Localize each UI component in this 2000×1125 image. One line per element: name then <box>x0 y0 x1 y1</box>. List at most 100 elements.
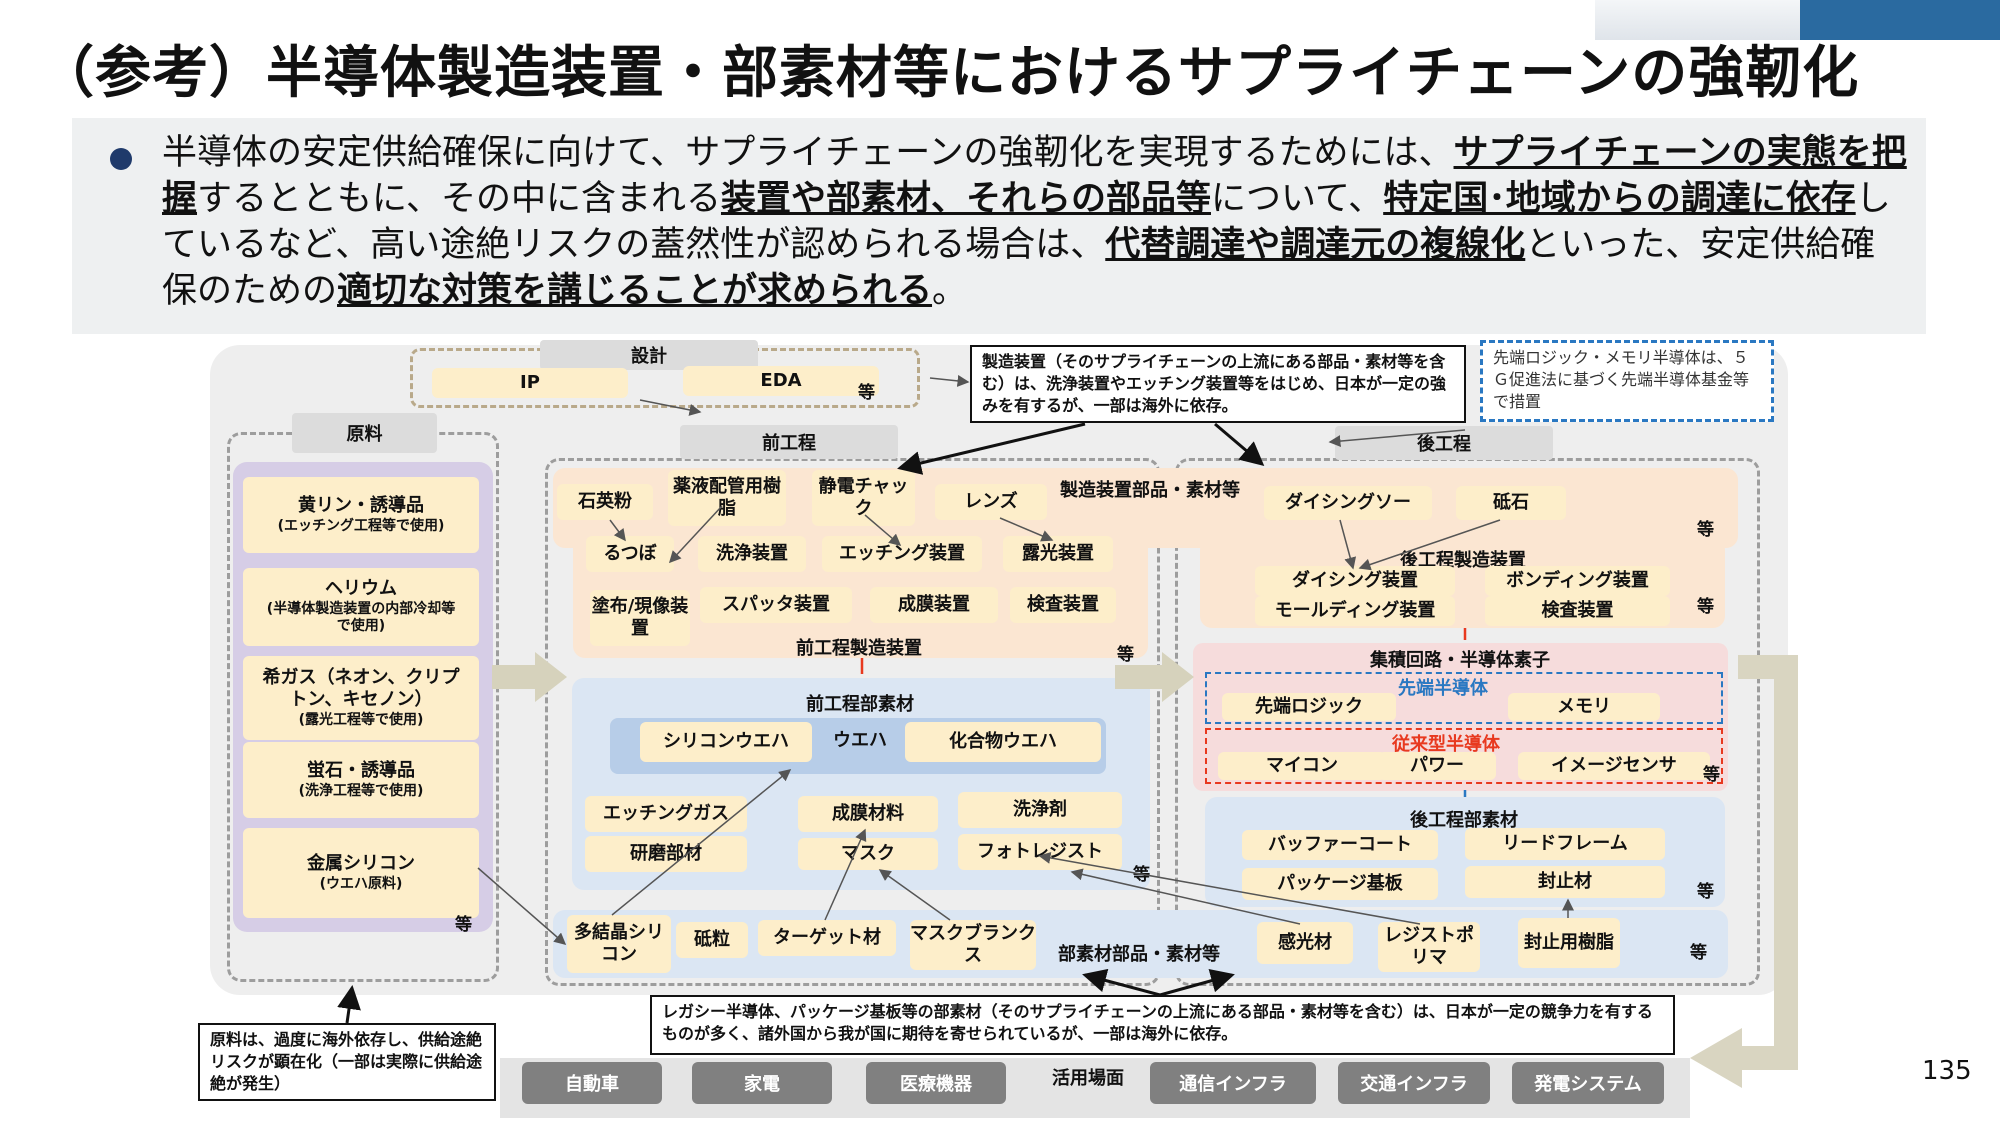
raw-item-sublabel: (半導体製造装置の内部冷却等で使用) <box>266 600 456 635</box>
raw-etc: 等 <box>455 915 472 935</box>
front-equipment-inspection: 検査装置 <box>1010 587 1116 623</box>
connector-chuck-etching <box>864 514 902 546</box>
summary-emphasis-5: 適切な対策を講じることが求められる <box>337 271 933 311</box>
raw-item-helium: ヘリウム(半導体製造装置の内部冷却等で使用) <box>243 568 479 646</box>
connector-eda-equipment <box>929 374 970 387</box>
raw-item-sublabel: (ウエハ原料) <box>319 875 403 892</box>
summary-text-6: 。 <box>932 271 968 311</box>
summary-emphasis-1: サプライチェーンの実態を把握 <box>162 133 1907 219</box>
summary-panel <box>72 118 1926 334</box>
front-equipment-crucible: るつぼ <box>586 536 674 572</box>
raw-item-label: 黄リン・誘導品 <box>298 495 424 516</box>
connector-note-to-front <box>897 422 1086 475</box>
connector-target-film <box>824 828 867 921</box>
connector-dicingsaw-dicing <box>1339 519 1357 570</box>
design-header: 設計 <box>540 340 758 370</box>
connector-polysilicon-wafer <box>611 769 792 916</box>
design-etc: 等 <box>858 383 875 403</box>
connector-note-to-back <box>1214 422 1265 466</box>
front-equipment-etching: エッチング装置 <box>822 536 982 572</box>
summary-text-4: しているなど、高い途絶リスクの蓋然性が認められる場合は、 <box>162 179 1891 265</box>
advanced-memory: メモリ <box>1508 693 1660 721</box>
raw-item-metal-silicon: 金属シリコン(ウエハ原料) <box>243 828 479 918</box>
connector-design-back <box>1328 429 1466 448</box>
equipment-note: 製造装置（そのサプライチェーンの上流にある部品・素材等を含む）は、洗浄装置やエッ… <box>970 345 1466 423</box>
connector-photosensitive-resist <box>1070 868 1301 925</box>
parts-etc: 等 <box>1697 520 1714 540</box>
back-materials-label: 後工程部素材 <box>1410 810 1518 831</box>
connector-legacy-to-back <box>1159 969 1235 997</box>
connector-design-to-equipment <box>639 399 702 416</box>
ic-label: 集積回路・半導体素子 <box>1370 650 1550 671</box>
part-dicing-saw: ダイシングソー <box>1264 486 1432 520</box>
summary-text-5: といった、安定供給確保のための <box>162 225 1876 311</box>
back-equipment-label: 後工程製造装置 <box>1400 550 1526 571</box>
summary-text-3: について、 <box>1210 179 1384 219</box>
usage-telecom: 通信インフラ <box>1150 1062 1316 1104</box>
wafer-label: ウエハ <box>833 730 887 751</box>
flow-arrow-to-usage <box>1690 655 1798 1088</box>
connector-legacy-to-front <box>1082 968 1161 997</box>
raw-note: 原料は、過度に海外依存し、供給途絶リスクが顕在化（一部は実際に供給途絶が発生） <box>198 1023 496 1101</box>
back-equipment-etc: 等 <box>1697 597 1714 617</box>
raw-item-fluorite: 蛍石・誘導品(洗浄工程等で使用) <box>243 742 479 818</box>
front-material-polishing: 研磨部材 <box>585 836 747 872</box>
front-equipment-etc: 等 <box>1117 645 1134 665</box>
page-number: 135 <box>1922 1056 1972 1086</box>
legacy-power: パワー <box>1378 752 1496 780</box>
bottom-part-abrasive: 砥粒 <box>676 922 748 958</box>
bottom-parts-label: 部素材部品・素材等 <box>1058 944 1220 965</box>
usage-medical-device: 医療機器 <box>866 1062 1006 1104</box>
back-equipment-bonding: ボンディング装置 <box>1485 566 1670 596</box>
front-process-group <box>545 458 1160 986</box>
legacy-image-sensor: イメージセンサ <box>1518 752 1710 780</box>
page-title: （参考）半導体製造装置・部素材等におけるサプライチェーンの強靭化 <box>38 41 1860 106</box>
wafer-compound: 化合物ウエハ <box>905 722 1101 762</box>
connector-rawnote-to-raw <box>337 985 361 1024</box>
back-material-buffer-coat: バッファーコート <box>1242 830 1438 860</box>
legacy-microcontroller: マイコン <box>1218 752 1386 780</box>
raw-item-label: ヘリウム <box>325 578 397 600</box>
summary-text-1: 半導体の安定供給確保に向けて、サプライチェーンの強靭化を実現するためには、 <box>162 133 1454 173</box>
flow-arrow-front-to-back <box>1115 652 1194 702</box>
design-eda: EDA <box>683 366 879 396</box>
connector-quartz-crucible <box>609 519 626 542</box>
usage-transport: 交通インフラ <box>1338 1062 1490 1104</box>
part-chemical-pipe-resin: 薬液配管用樹脂 <box>668 470 786 526</box>
wafer-silicon: シリコンウエハ <box>640 722 812 762</box>
raw-item-label: 蛍石・誘導品 <box>307 760 415 781</box>
advanced-logic: 先端ロジック <box>1222 693 1396 721</box>
summary-emphasis-4: 代替調達や調達元の複線化 <box>1105 225 1526 265</box>
ic-etc: 等 <box>1703 765 1720 785</box>
raw-item-label: 金属シリコン <box>307 853 415 874</box>
raw-item-noble-gas: 希ガス（ネオン、クリプトン、キセノン）(露光工程等で使用) <box>243 656 479 740</box>
summary-emphasis-3: 特定国･地域からの調達に依存 <box>1383 179 1856 219</box>
back-materials-etc: 等 <box>1697 882 1714 902</box>
raw-header: 原料 <box>292 413 437 453</box>
back-equipment-dicing: ダイシング装置 <box>1255 566 1455 596</box>
legacy-note: レガシー半導体、パッケージ基板等の部素材（そのサプライチェーンの上流にある部品・… <box>650 995 1675 1055</box>
raw-item-sublabel: (洗浄工程等で使用) <box>298 782 424 799</box>
legacy-semiconductor-group <box>1205 728 1723 784</box>
part-grindstone: 砥石 <box>1456 486 1566 520</box>
front-equipment-cleaning: 洗浄装置 <box>698 536 806 572</box>
bottom-part-polysilicon: 多結晶シリコン <box>567 915 671 973</box>
front-equipment-lithography: 露光装置 <box>1003 536 1113 572</box>
connector-lens-lithography <box>999 517 1054 542</box>
front-equipment-coater: 塗布/現像装置 <box>590 590 690 646</box>
equipment-parts-label: 製造装置部品・素材等 <box>1060 480 1240 501</box>
summary-text-2: するとともに、その中に含まれる <box>197 179 721 219</box>
usage-home-appliance: 家電 <box>692 1062 832 1104</box>
back-material-lead-frame: リードフレーム <box>1465 828 1665 860</box>
front-material-film: 成膜材料 <box>798 796 938 832</box>
part-electrostatic-chuck: 静電チャック <box>812 470 915 526</box>
header-decoration-light <box>1595 0 1800 40</box>
raw-item-yellow-phosphorus: 黄リン・誘導品(エッチング工程等で使用) <box>243 477 479 553</box>
raw-item-sublabel: (エッチング工程等で使用) <box>277 517 445 534</box>
advanced-semiconductor-group <box>1205 672 1723 724</box>
legacy-semiconductor-label: 従来型半導体 <box>1392 734 1500 755</box>
flow-arrow-raw-to-front <box>492 652 567 702</box>
advanced-note: 先端ロジック・メモリ半導体は、５Ｇ促進法に基づく先端半導体基金等で措置 <box>1480 340 1774 422</box>
bottom-part-resist-polymer: レジストポリマ <box>1378 922 1480 972</box>
